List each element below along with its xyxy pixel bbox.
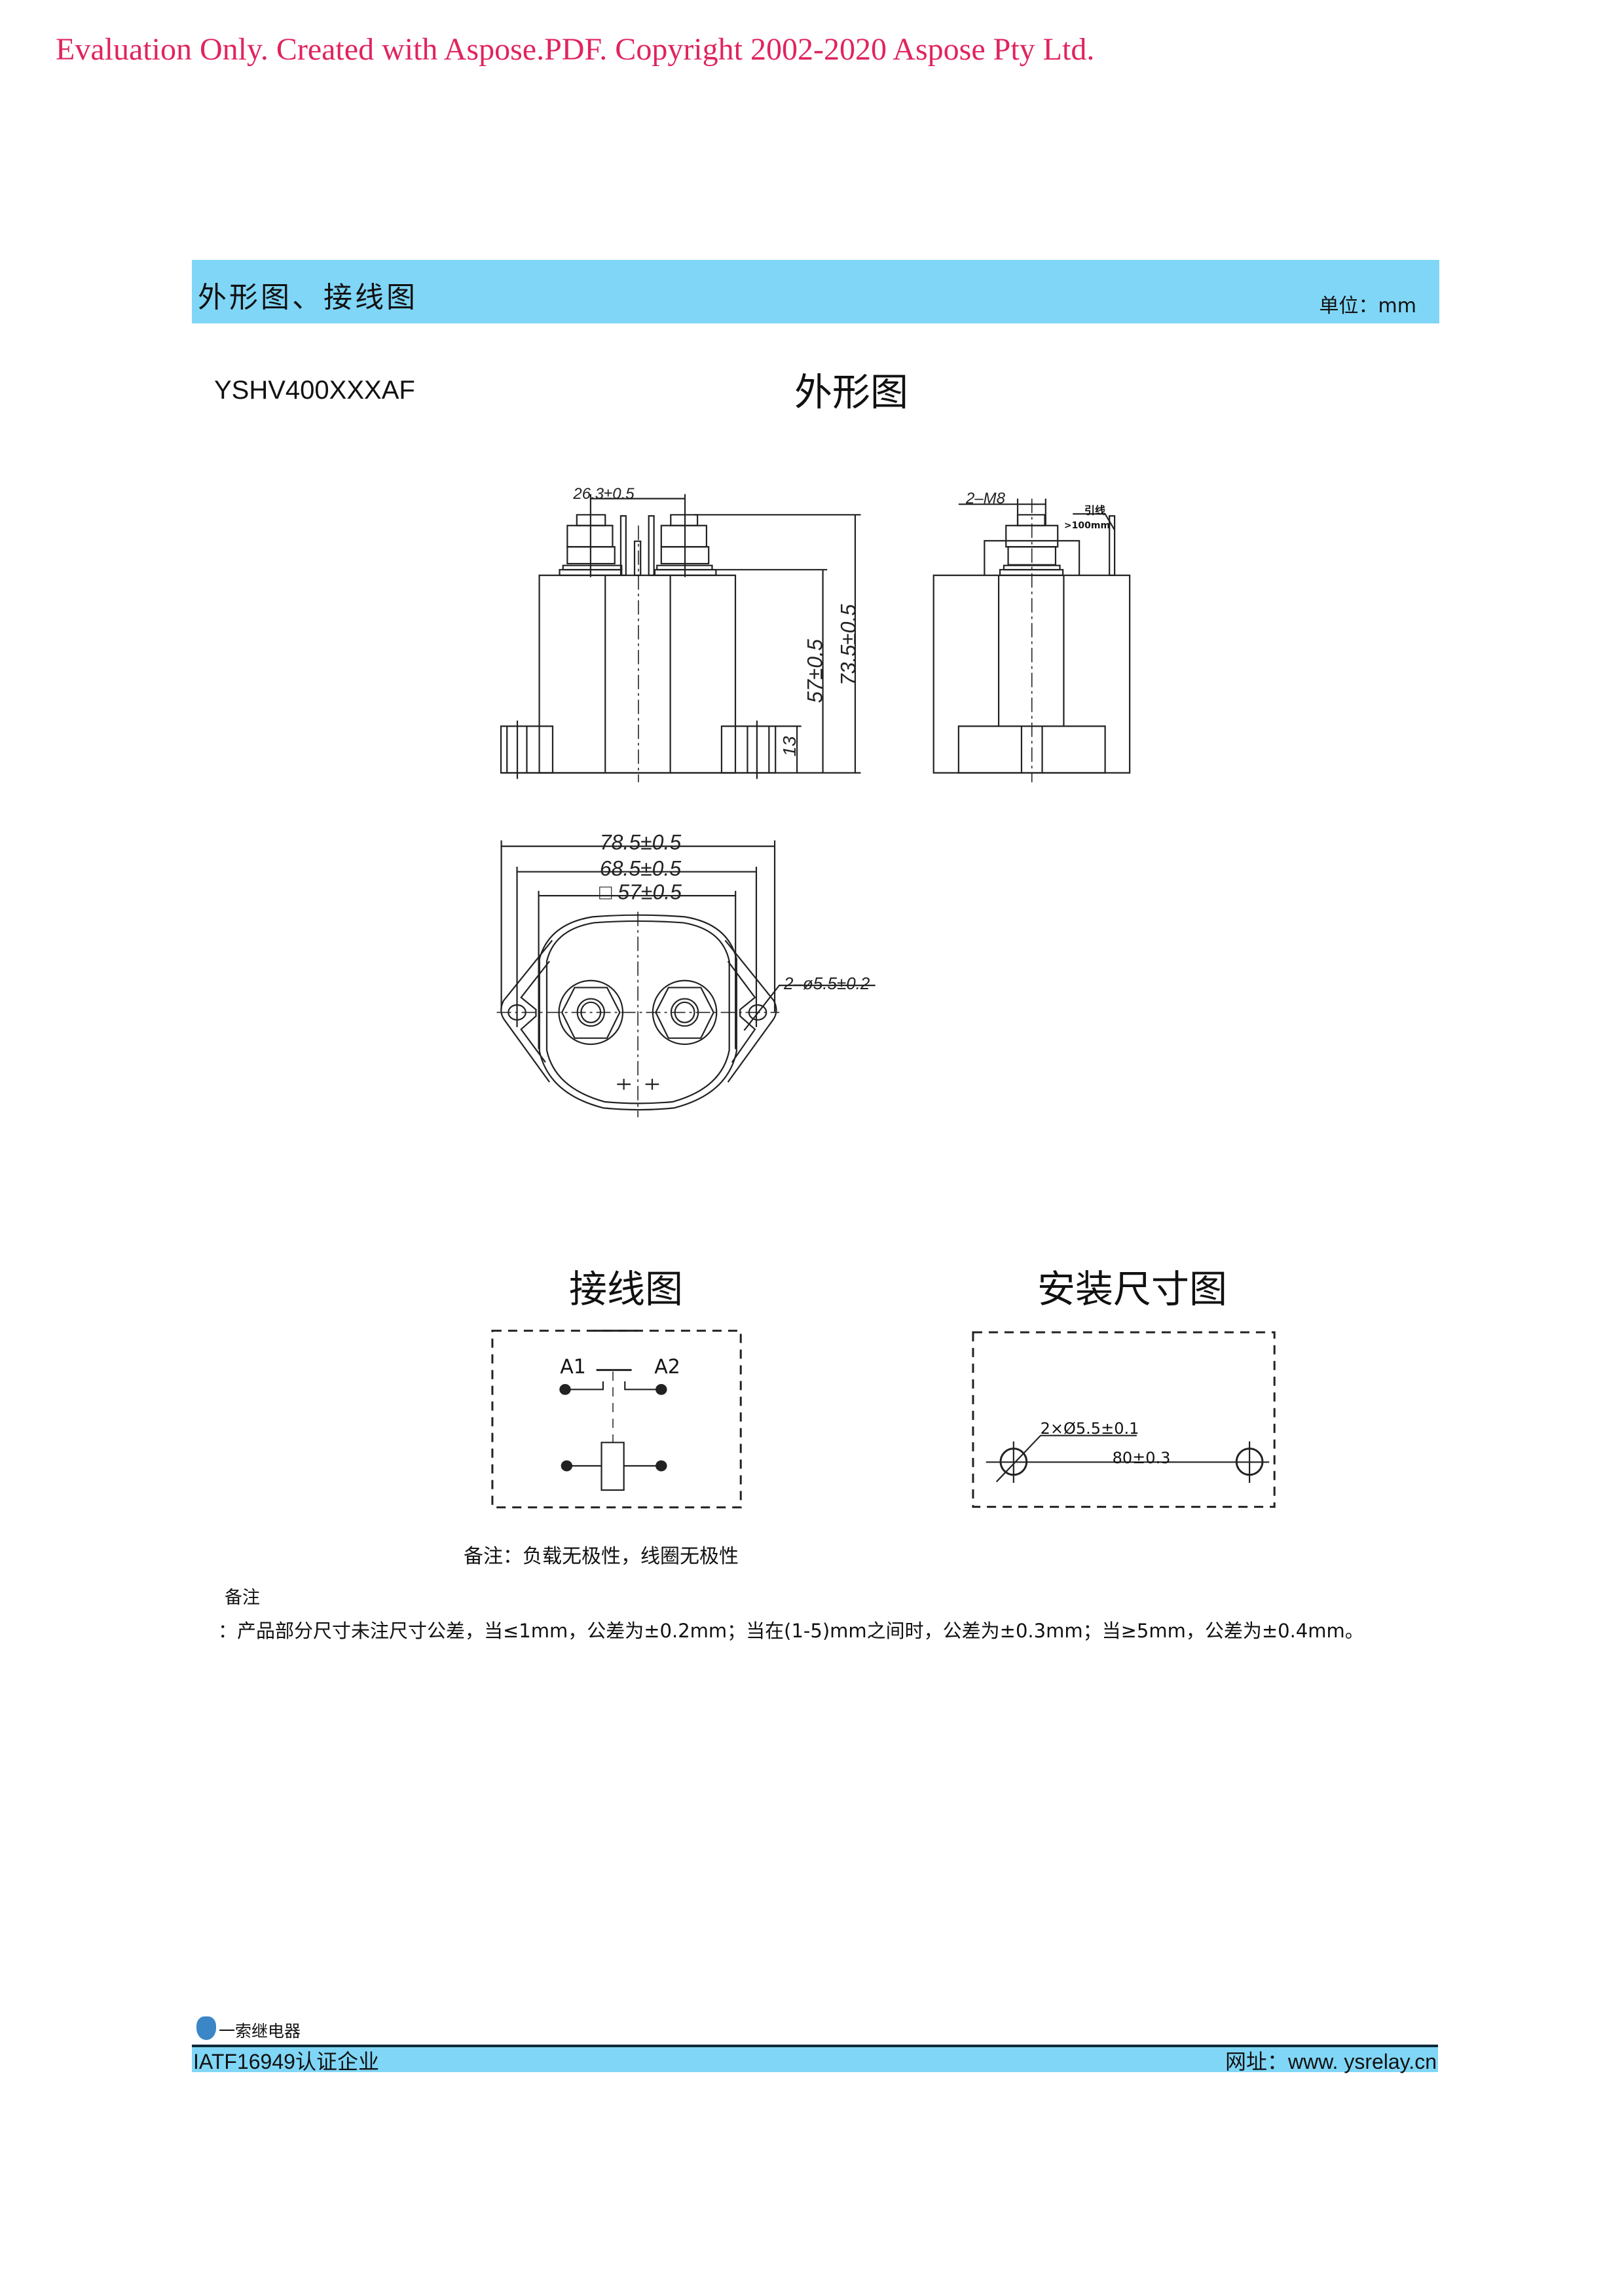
outline-title: 外形图 [794, 370, 909, 414]
section-header-bar [192, 260, 1439, 323]
top-view-drawing [485, 818, 904, 1133]
mounting-title: 安装尺寸图 [1037, 1267, 1228, 1311]
dim-overall-width: 78.5±0.5 [599, 830, 682, 854]
dim-body-square: □ 57±0.5 [599, 880, 682, 904]
model-number: YSHV400XXXAF [214, 376, 415, 405]
dim-total-height: 73.5±0.5 [836, 604, 860, 686]
certification: IATF16949认证企业 [193, 2050, 379, 2073]
dim-body-height: 57±0.5 [803, 639, 827, 703]
company-logo-icon [196, 2016, 216, 2040]
website: 网址：www. ysrelay.cn [1225, 2050, 1437, 2073]
dim-foot-height: 13 [779, 736, 800, 757]
front-side-view-drawing [485, 458, 1153, 786]
terminal-a1-label: A1 [560, 1355, 586, 1379]
remarks-label: 备注 [225, 1588, 260, 1608]
mount-hole-spacing: 80±0.3 [1112, 1449, 1171, 1467]
dim-thread: 2–M8 [965, 490, 1006, 507]
watermark: Evaluation Only. Created with Aspose.PDF… [56, 32, 1095, 67]
dim-hole-diameter: 2–ø5.5±0.2 [784, 974, 870, 993]
unit-label: 单位：mm [1319, 295, 1416, 318]
lead-length: >100mm [1063, 520, 1111, 531]
polarity-note: 备注：负载无极性，线圈无极性 [464, 1545, 739, 1568]
wiring-title: 接线图 [568, 1267, 684, 1311]
dim-hole-spacing: 68.5±0.5 [599, 856, 682, 881]
lead-label: 引线 [1084, 504, 1106, 517]
dim-terminal-spacing: 26.3±0.5 [573, 485, 635, 503]
mount-hole-diameter: 2×Ø5.5±0.1 [1040, 1419, 1139, 1438]
section-title: 外形图、接线图 [198, 281, 418, 314]
wiring-and-mounting-drawing [485, 1316, 1290, 1532]
remarks-text: ：产品部分尺寸未注尺寸公差，当≤1mm，公差为±0.2mm；当在(1-5)mm之… [218, 1620, 1364, 1642]
footer-bar [192, 2045, 1438, 2072]
company-name: 一索继电器 [219, 2022, 301, 2041]
terminal-a2-label: A2 [654, 1355, 680, 1379]
